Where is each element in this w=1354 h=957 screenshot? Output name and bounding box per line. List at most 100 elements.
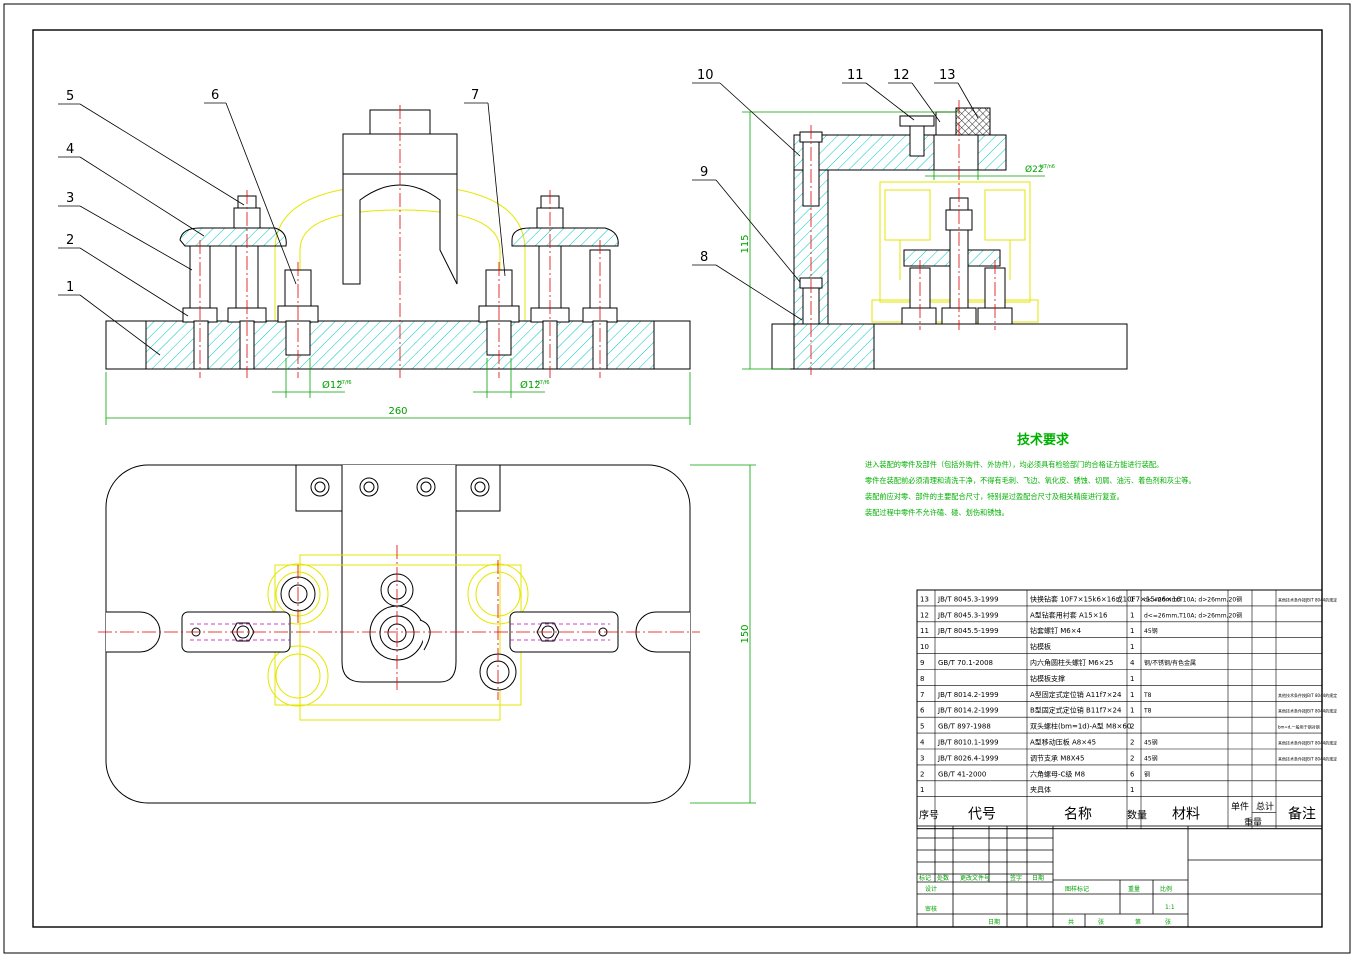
- bom-mat: 45钢: [1144, 754, 1158, 762]
- top-view: 150: [98, 464, 756, 804]
- bom-no: 9: [920, 659, 924, 667]
- callout-5: 5: [66, 89, 74, 104]
- bom-name: 钻模板支撑: [1030, 674, 1065, 683]
- callout-6: 6: [211, 88, 219, 103]
- bom-mat: 45钢: [1144, 627, 1158, 635]
- tb-sheet: 张: [1098, 918, 1104, 926]
- bom-note: bm=d,一般用于钢对钢: [1278, 724, 1320, 730]
- sheet-border: [3, 3, 1351, 954]
- bom-qty: 4: [1130, 659, 1135, 667]
- bom-h-weight: 重量: [1244, 817, 1262, 829]
- bush-screw: [899, 115, 935, 127]
- dim-height-top: 150: [740, 624, 751, 643]
- bom-code: JB/T 8010.1-1999: [937, 739, 999, 747]
- tb-audit: 审核: [925, 905, 937, 913]
- bom-qty: 1: [1130, 786, 1134, 794]
- callout-7: 7: [471, 88, 479, 103]
- bom-h-name: 名称: [1064, 807, 1092, 823]
- knurled-bush: [955, 107, 991, 136]
- bom-mat: T8: [1143, 708, 1152, 715]
- bom-note: 其他技术条件按JB/T 8044的规定: [1278, 755, 1337, 761]
- tb-count: 处数: [937, 874, 949, 882]
- dim-bush-tol: H7/n6: [1040, 164, 1055, 170]
- dim-pin-left: Ø12: [322, 379, 343, 391]
- bom-no: 11: [920, 627, 929, 635]
- tb-weight: 重量: [1128, 885, 1140, 893]
- tb-stage: 图样标记: [1065, 885, 1089, 893]
- bom-name: B型固定式定位销 B11f7×24: [1030, 706, 1122, 715]
- bom-no: 12: [920, 611, 929, 619]
- bom-h-unit: 单件: [1231, 801, 1249, 813]
- bom-h-qty: 数量: [1127, 809, 1147, 822]
- bom-no: 4: [920, 739, 925, 747]
- tb-scale: 比例: [1160, 885, 1172, 893]
- callout-10: 10: [697, 68, 714, 83]
- bom-no: 7: [920, 691, 924, 699]
- tb-date: 日期: [1032, 874, 1044, 882]
- bom-name: 双头螺柱(bm=1d)-A型 M8×60: [1030, 722, 1131, 731]
- bom-name: 调节支承 M8X45: [1030, 753, 1084, 762]
- bom-name: 钻模板: [1030, 642, 1051, 651]
- tech-line-2: 零件在装配前必须清理和清洗干净，不得有毛刺、飞边、氧化皮、锈蚀、切屑、油污、着色…: [865, 476, 1196, 485]
- bom-name: A型固定式定位销 A11f7×24: [1030, 690, 1122, 699]
- title-block: [916, 825, 1323, 928]
- bom-mat: 钢: [1144, 770, 1150, 778]
- bom-code: GB/T 897-1988: [938, 723, 991, 731]
- front-view: 260 Ø12 H7/f6 Ø12 H7/f6 5 4 3 2 1 6 7: [58, 88, 691, 425]
- bom-code: JB/T 8045.5-1999: [937, 627, 999, 635]
- bom-no: 13: [920, 595, 929, 603]
- bom-qty: 1: [1130, 691, 1134, 699]
- tb-approve: 日期: [988, 918, 1000, 926]
- callout-1: 1: [66, 280, 74, 295]
- bom-h-mat: 材料: [1172, 807, 1200, 823]
- tb-of2: 张: [1165, 918, 1171, 926]
- bom-code: JB/T 8045.3-1999: [937, 611, 999, 619]
- side-view: 115 Ø22 H7/n6 10 11 12 13 9 8: [692, 68, 1128, 375]
- bom-h-total: 总计: [1256, 801, 1274, 813]
- tech-title: 技术要求: [1017, 432, 1070, 448]
- bom-code: GB/T 41-2000: [938, 770, 986, 778]
- front-dimensions: [105, 358, 691, 425]
- bom-qty: 1: [1130, 611, 1134, 619]
- dim-height-side: 115: [740, 234, 751, 253]
- tech-requirements: 技术要求 进入装配的零件及部件（包括外购件、外协件），均必须具有检验部门的合格证…: [865, 432, 1196, 517]
- callout-4: 4: [66, 142, 74, 157]
- centerlines-front: [199, 105, 601, 378]
- tb-sheets: 共: [1068, 918, 1074, 926]
- bom-mat: d<=26mm,T10A; d>26mm,20钢: [1144, 611, 1242, 619]
- tb-design: 设计: [925, 885, 937, 893]
- bom-qty: 1: [1130, 643, 1134, 651]
- tech-line-4: 装配过程中零件不允许磕、碰、划伤和锈蚀。: [865, 508, 1009, 517]
- dim-total: 260: [388, 406, 407, 417]
- bom-code: JB/T 8014.2-1999: [937, 707, 999, 715]
- bom-name: 内六角圆柱头螺钉 M6×25: [1030, 658, 1114, 667]
- bom-h-code: 代号: [968, 807, 996, 823]
- bom-no: 1: [920, 786, 924, 794]
- bom-code: GB/T 70.1-2008: [938, 659, 993, 667]
- bom-note: 其他技术条件按JB/T 8044的规定: [1278, 692, 1337, 698]
- tb-mark: 标记: [919, 874, 931, 882]
- bom-note: 其他技术条件按JB/T 8044的规定: [1278, 596, 1337, 602]
- bom-no: 2: [920, 770, 924, 778]
- bom-note: 其他技术条件按JB/T 8044的规定: [1278, 708, 1337, 714]
- center-vblock: [342, 173, 458, 285]
- tech-line-3: 装配前应对零、部件的主要配合尺寸，特别是过盈配合尺寸及相关精度进行复查。: [865, 492, 1124, 501]
- bom-no: 10: [920, 643, 929, 651]
- bom-mat: 45钢: [1144, 739, 1158, 747]
- bom-qty: 2: [1130, 739, 1134, 747]
- dim-pin-left-tol: H7/f6: [338, 380, 352, 386]
- tb-scale-val: 1:1: [1165, 904, 1175, 911]
- bom-name: 六角螺母-C级 M8: [1030, 769, 1085, 778]
- bom-code: JB/T 8014.2-1999: [937, 691, 999, 699]
- bom-name: 夹具体: [1030, 785, 1051, 794]
- bom-mat: 钢/不锈钢/有色金属: [1144, 659, 1196, 667]
- bom-code: JB/T 8045.3-1999: [937, 595, 999, 603]
- callout-11: 11: [847, 68, 864, 83]
- bom-h-note: 备注: [1288, 806, 1316, 823]
- bom-h-no: 序号: [919, 809, 939, 822]
- dim-pin-right-tol: H7/f6: [536, 380, 550, 386]
- bom-qty: 2: [1130, 754, 1134, 762]
- tech-line-1: 进入装配的零件及部件（包括外购件、外协件），均必须具有检验部门的合格证方能进行装…: [865, 460, 1163, 469]
